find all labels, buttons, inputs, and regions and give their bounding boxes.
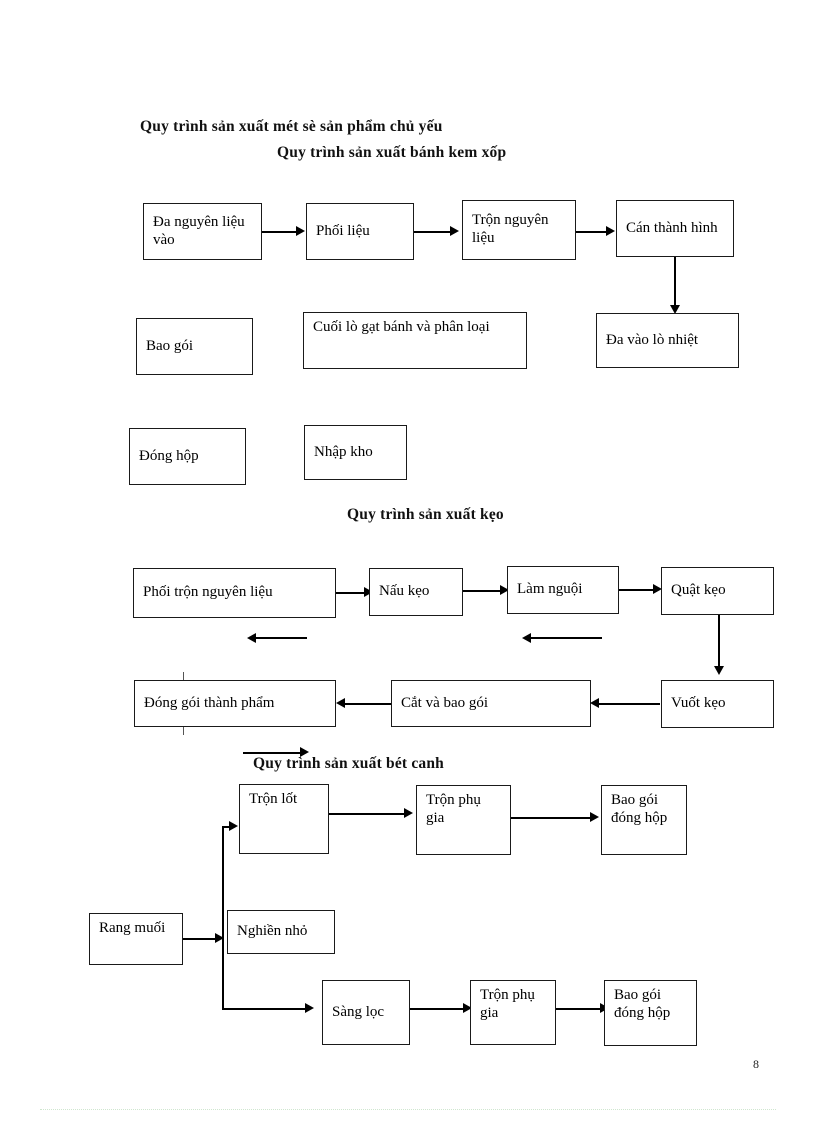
connector-line xyxy=(344,703,391,705)
section-heading-wafer: Quy trình sản xuất bánh kem xốp xyxy=(277,144,507,161)
arrow-right-icon xyxy=(296,226,305,236)
arrow-right-icon xyxy=(215,933,224,943)
flow-box-packaging-bottom: Bao gói đóng hộp xyxy=(604,980,697,1046)
connector-trunk-line xyxy=(222,826,224,1009)
flow-box-packaging: Bao gói xyxy=(136,318,253,375)
connector-line xyxy=(243,752,303,754)
flow-box-final-packaging: Đóng gói thành phẩm xyxy=(134,680,336,727)
arrow-right-icon xyxy=(300,747,309,757)
page-title-main: Quy trình sản xuất mét sè sản phẩm chủ y… xyxy=(140,118,443,135)
flow-box-cooling: Làm nguội xyxy=(507,566,619,614)
arrow-right-icon xyxy=(606,226,615,236)
connector-line xyxy=(222,1008,308,1010)
connector-line xyxy=(619,589,656,591)
flow-box-cook-candy: Nấu kẹo xyxy=(369,568,463,616)
connector-line xyxy=(530,637,602,639)
connector-line xyxy=(255,637,307,639)
connector-line xyxy=(674,257,676,310)
page-bottom-rule xyxy=(40,1109,776,1111)
flow-box-mix-additive-top: Trộn phụ gia xyxy=(416,785,511,855)
arrow-down-icon xyxy=(714,666,724,675)
arrow-right-icon xyxy=(463,1003,472,1013)
arrow-left-icon xyxy=(247,633,256,643)
arrow-right-icon xyxy=(653,584,662,594)
flow-box-into-oven: Đa vào lò nhiệt xyxy=(596,313,739,368)
flow-box-cut-and-wrap: Cắt và bao gói xyxy=(391,680,591,727)
arrow-left-icon xyxy=(522,633,531,643)
connector-line xyxy=(183,938,219,940)
flow-box-beat-candy: Quật kẹo xyxy=(661,567,774,615)
section-heading-candy: Quy trình sản xuất kẹo xyxy=(347,506,504,523)
connector-line xyxy=(511,817,595,819)
tick-mark xyxy=(183,672,185,681)
flow-box-mix-materials: Trộn nguyên liệu xyxy=(462,200,576,260)
arrow-right-icon xyxy=(500,585,509,595)
flow-box-packaging-top: Bao gói đóng hộp xyxy=(601,785,687,855)
connector-line xyxy=(463,590,503,592)
arrow-right-icon xyxy=(450,226,459,236)
arrow-left-icon xyxy=(590,698,599,708)
arrow-right-icon xyxy=(229,821,238,831)
flow-box-pull-candy: Vuốt kẹo xyxy=(661,680,774,728)
connector-line xyxy=(336,592,368,594)
arrow-right-icon xyxy=(404,808,413,818)
arrow-right-icon xyxy=(364,587,373,597)
connector-line xyxy=(576,231,608,233)
flow-box-form-shape: Cán thành hình xyxy=(616,200,734,257)
page-number: 8 xyxy=(753,1057,759,1071)
connector-line xyxy=(222,826,234,828)
flow-box-boxing: Đóng hộp xyxy=(129,428,246,485)
connector-line xyxy=(414,231,452,233)
flow-box-grind-fine: Nghiền nhỏ xyxy=(227,910,335,954)
flow-box-mix-base: Trộn lốt xyxy=(239,784,329,854)
arrow-down-icon xyxy=(670,305,680,314)
flow-box-warehouse: Nhập kho xyxy=(304,425,407,480)
flow-box-roast-salt: Rang muối xyxy=(89,913,183,965)
section-heading-seasoning: Quy trình sản xuất bét canh xyxy=(253,755,445,772)
connector-line xyxy=(410,1008,466,1010)
flow-box-raw-material-in: Đa nguyên liệu vào xyxy=(143,203,262,260)
flow-box-sieve: Sàng lọc xyxy=(322,980,410,1045)
tick-mark xyxy=(183,727,185,735)
flow-box-candy-mix-materials: Phối trộn nguyên liệu xyxy=(133,568,336,618)
flow-box-mix-additive-bottom: Trộn phụ gia xyxy=(470,980,556,1045)
arrow-left-icon xyxy=(336,698,345,708)
arrow-right-icon xyxy=(305,1003,314,1013)
flow-box-oven-sort: Cuối lò gạt bánh và phân loại xyxy=(303,312,527,369)
connector-line xyxy=(329,813,407,815)
connector-line xyxy=(262,231,298,233)
arrow-right-icon xyxy=(590,812,599,822)
connector-line xyxy=(556,1008,604,1010)
flow-box-mixing-ratio: Phối liệu xyxy=(306,203,414,260)
connector-line xyxy=(598,703,660,705)
connector-line xyxy=(718,615,720,671)
